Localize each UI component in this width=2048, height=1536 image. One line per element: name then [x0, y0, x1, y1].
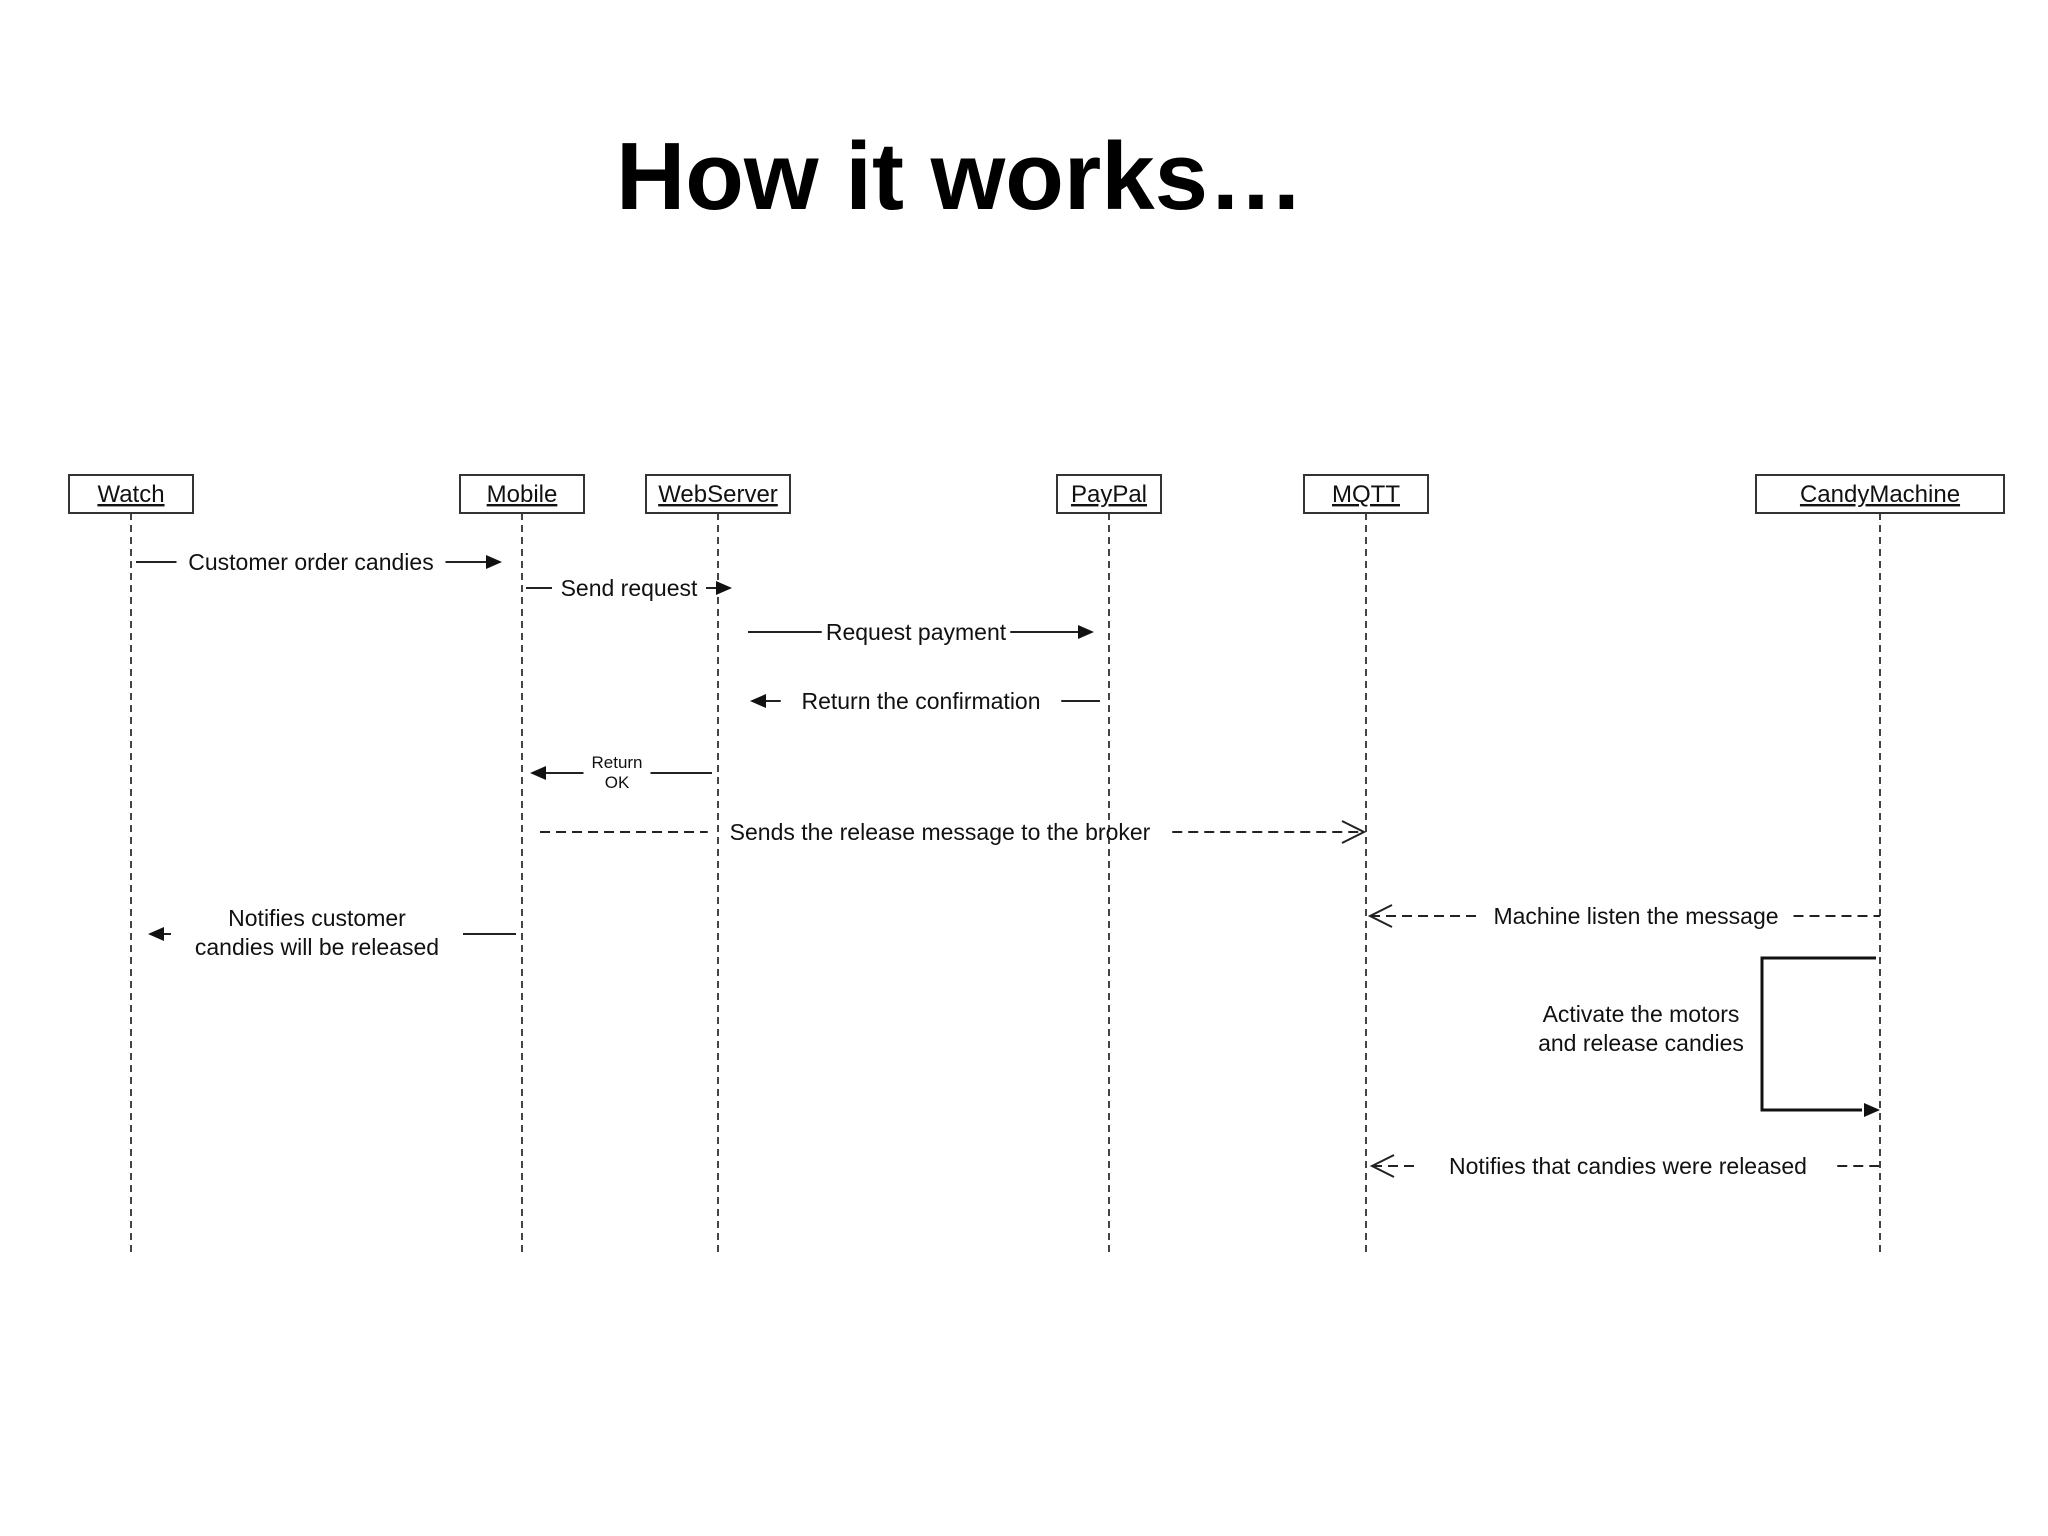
message-label: candies will be released [195, 934, 439, 960]
participant-box-watch [68, 474, 194, 514]
arrowhead-open [1341, 820, 1367, 844]
slide-title: How it works… [615, 123, 1305, 230]
participant-label-mqtt: MQTT [1332, 481, 1400, 508]
arrowhead [1864, 1103, 1880, 1117]
message-label: and release candies [1538, 1030, 1744, 1056]
arrowhead [1078, 625, 1094, 639]
message-label: Request payment [826, 619, 1007, 645]
message-arrow-self [1760, 956, 1876, 1112]
arrowhead [486, 555, 502, 569]
participant-label-webserver: WebServer [658, 481, 778, 508]
arrowhead [148, 927, 164, 941]
participant-label-candymachine: CandyMachine [1800, 481, 1960, 508]
message-label: Sends the release message to the broker [730, 819, 1151, 845]
message-label: Notifies that candies were released [1449, 1153, 1807, 1179]
participant-label-mobile: Mobile [487, 481, 558, 508]
participant-box-candymachine [1755, 474, 2005, 514]
message-label: Send request [561, 575, 698, 601]
arrowhead-open [1369, 1154, 1395, 1178]
message-label: Activate the motors [1543, 1001, 1740, 1027]
arrowhead-open [1367, 904, 1393, 928]
participant-label-watch: Watch [97, 481, 164, 508]
message-label: Customer order candies [188, 549, 433, 575]
participant-box-mobile [459, 474, 585, 514]
message-label: Machine listen the message [1493, 903, 1778, 929]
message-label: Return the confirmation [801, 688, 1040, 714]
arrowhead [716, 581, 732, 595]
participant-label-paypal: PayPal [1071, 481, 1147, 508]
arrowhead [750, 694, 766, 708]
message-label: Notifies customer [228, 905, 406, 931]
arrowhead [530, 766, 546, 780]
message-label: OK [605, 773, 630, 792]
participant-box-webserver [645, 474, 791, 514]
participant-box-mqtt [1303, 474, 1429, 514]
message-label: Return [591, 753, 642, 772]
participant-box-paypal [1056, 474, 1162, 514]
